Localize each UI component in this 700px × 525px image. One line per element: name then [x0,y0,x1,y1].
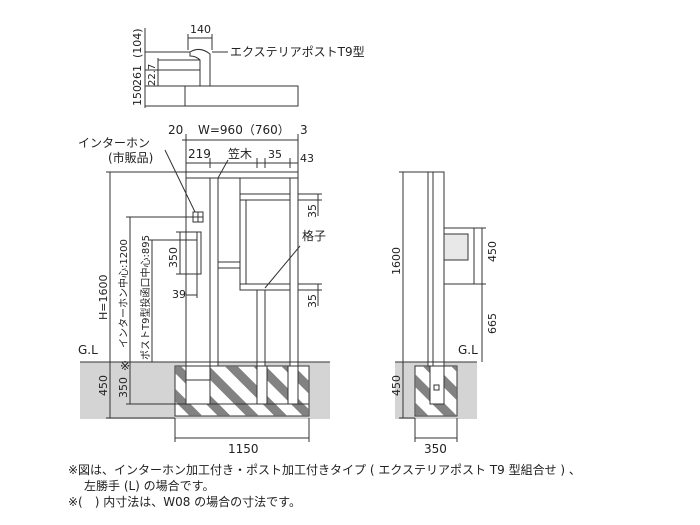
product-label: エクステリアポストT9型 [230,45,365,59]
side-dim-1600: 1600 [390,247,403,275]
dim-3: 3 [300,123,308,137]
note-line-2: 左勝手 (L) の場合です。 [84,479,215,493]
front-view [80,134,330,442]
side-view [395,171,486,442]
front-view-labels: 20 W=960（760） 3 219 笠木 35 43 35 格子 35 イン… [78,123,326,456]
side-dim-665: 665 [486,313,499,334]
dim-height: H=1600 [97,275,110,320]
dim-39: 39 [172,288,186,301]
top-view-labels: (104) 140 261 22.7 150 エクステリアポストT9型 [131,23,365,106]
label-gl: G.L [78,343,98,357]
label-asterisk: ※ [120,359,130,373]
dim-intercom-center: インターホン中心:1200 [117,239,130,348]
dim-219: 219 [188,147,211,161]
label-koushi: 格子 [302,228,326,243]
side-dim-350: 350 [424,442,447,456]
note-line-1: ※図は、インターホン加工付き・ポスト加工付きタイプ ( エクステリアポスト T9… [68,463,581,477]
dim-1150: 1150 [228,442,259,456]
note-line-3: ※( ) 内寸法は、W08 の場合の寸法です。 [68,495,301,509]
dim-20: 20 [168,123,183,137]
dim-104: (104) [131,28,144,58]
label-intercom: インターホン [78,136,150,150]
dim-261: 261 [131,65,144,86]
side-dim-450-below: 450 [390,375,403,396]
dim-22-7: 22.7 [147,64,158,86]
notes: ※図は、インターホン加工付き・ポスト加工付きタイプ ( エクステリアポスト T9… [68,462,696,510]
dim-450: 450 [97,375,110,396]
dim-350-below: 350 [117,377,130,398]
dim-150: 150 [131,85,144,106]
top-view [144,28,299,108]
side-dim-450: 450 [486,241,499,262]
dim-width: W=960（760） [198,123,290,137]
dim-350: 350 [167,247,180,268]
label-intercom-sub: (市販品) [108,150,153,165]
dim-post-slot-center: ポストT9型投函口中心:895 [139,235,152,360]
label-kasagi: 笠木 [228,146,252,161]
dim-43: 43 [300,152,314,165]
side-view-labels: 1600 450 665 G.L 450 350 [390,241,499,456]
dim-35-top: 35 [268,148,282,161]
dim-35-a: 35 [306,204,319,218]
dim-35-b: 35 [306,294,319,308]
dim-140: 140 [190,23,211,36]
side-label-gl: G.L [458,343,478,357]
